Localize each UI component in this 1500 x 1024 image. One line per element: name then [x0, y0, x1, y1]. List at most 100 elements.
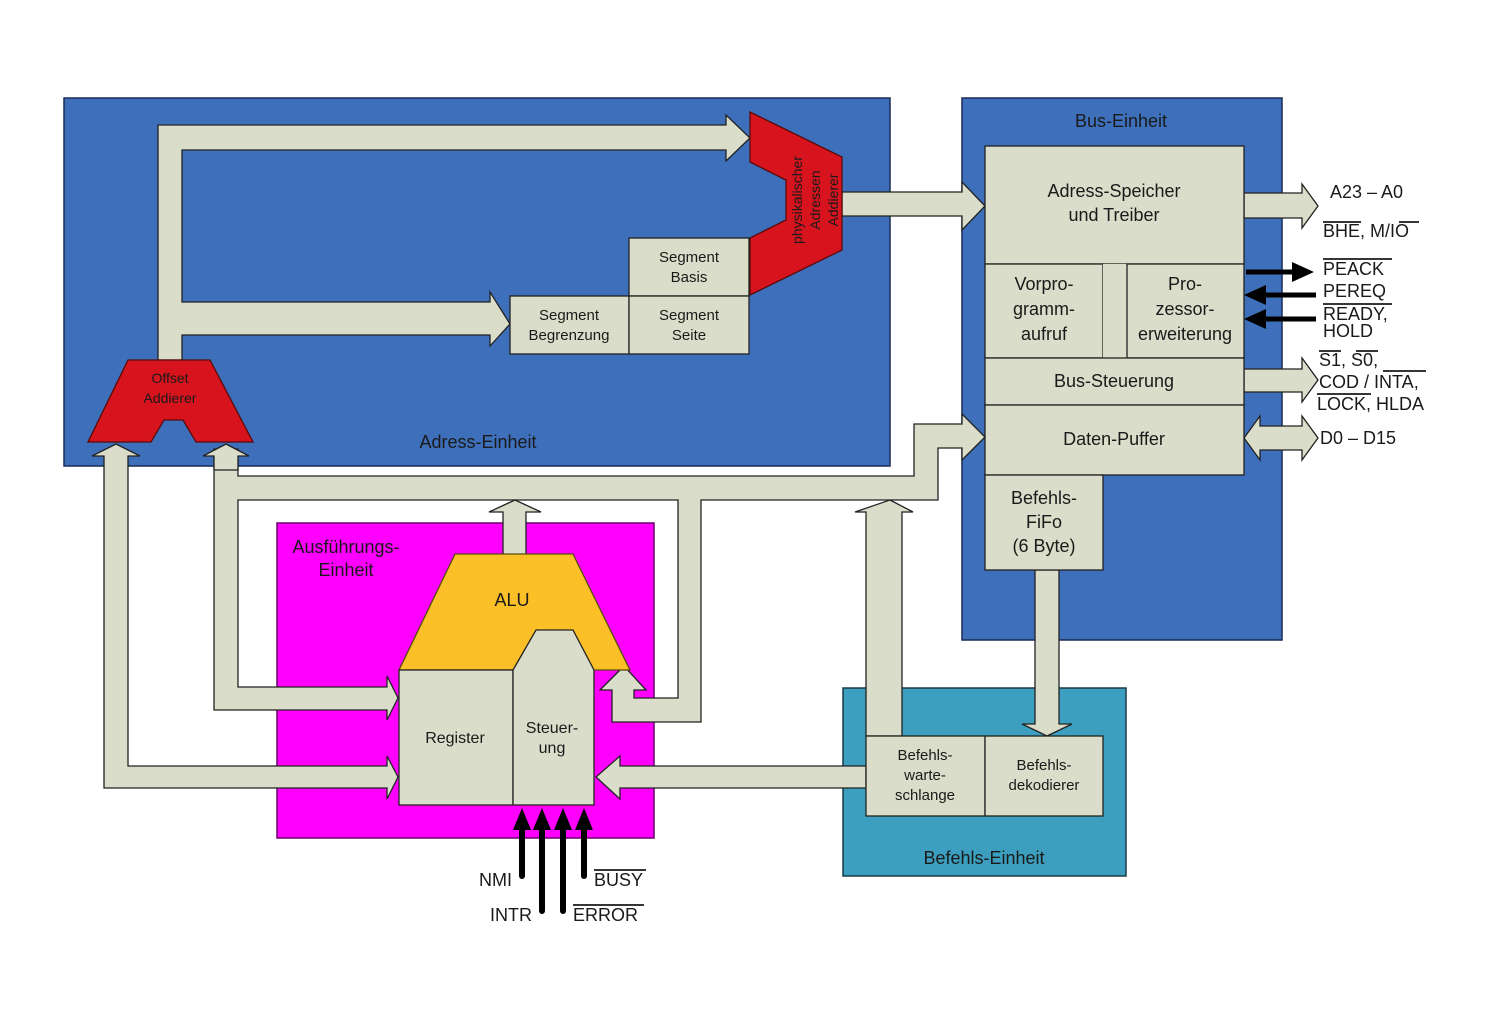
signal-address-bus: A23 – A0 [1330, 182, 1403, 202]
signal-cod-inta: COD / INTA, [1319, 372, 1419, 392]
bus-offset-to-phys-adder [157, 113, 751, 361]
processor-extension-box [1126, 263, 1245, 359]
nmi-arrow [513, 808, 531, 879]
offset-adder-label-1: Offset [151, 370, 188, 386]
instruction-decoder-box [984, 735, 1104, 817]
processor-ext-label-2: zessor- [1155, 299, 1214, 319]
phys-adder-label-1: physikalischer [789, 156, 805, 244]
bus-address-out [1243, 182, 1319, 230]
signal-comma-1: , [1341, 350, 1346, 370]
prefetch-label-3: aufruf [1021, 324, 1068, 344]
instruction-unit-title: Befehls-Einheit [923, 848, 1044, 868]
signal-io: IO [1390, 221, 1409, 241]
signal-nmi: NMI [479, 870, 512, 890]
control-box [512, 629, 595, 806]
signal-lock: LOCK [1317, 394, 1366, 414]
address-latch-label-1: Adress-Speicher [1047, 181, 1180, 201]
signal-bhe: BHE [1323, 221, 1360, 241]
processor-ext-label-3: erweiterung [1138, 324, 1232, 344]
data-buffer-label: Daten-Puffer [1063, 429, 1165, 449]
bus-queue-to-main [854, 499, 914, 737]
fifo-label-1: Befehls- [1011, 488, 1077, 508]
segment-page-label-1: Segment [659, 307, 720, 324]
bus-alu-to-main [488, 499, 542, 561]
bus-queue-to-control [595, 754, 867, 801]
instruction-queue-box [865, 735, 986, 817]
address-unit-title: Adress-Einheit [419, 432, 536, 452]
control-label-2: ung [539, 740, 566, 757]
register-label: Register [425, 730, 485, 747]
register-box [398, 669, 514, 806]
queue-label-1: Befehls- [897, 747, 952, 764]
bus-offset-to-register [91, 443, 399, 800]
physical-address-adder [749, 110, 843, 297]
signal-bhe-sep: , M/ [1360, 221, 1390, 241]
segment-limit-box [509, 295, 630, 355]
address-latch-box [984, 145, 1245, 265]
bus-unit-title: Bus-Einheit [1075, 111, 1167, 131]
phys-adder-label-3: Addierer [825, 173, 841, 226]
segment-base-box [628, 237, 750, 297]
signal-lock-hlda: LOCK, HLDA [1317, 394, 1424, 414]
arrow-into-offset-adder-right [202, 443, 250, 471]
bus-phys-to-address-latch [841, 180, 986, 232]
busy-arrow [575, 808, 593, 879]
segment-limit-label-1: Segment [539, 307, 600, 324]
signal-s1: S1 [1319, 350, 1341, 370]
intr-arrow [533, 808, 551, 914]
prefetch-box [984, 263, 1104, 359]
fifo-box [984, 474, 1104, 571]
bus-control-label: Bus-Steuerung [1054, 371, 1174, 391]
queue-label-3: schlange [895, 787, 955, 804]
signal-cod: COD / [1319, 372, 1374, 392]
decoder-label-2: dekodierer [1009, 777, 1080, 794]
phys-adder-label-2: Adressen [807, 170, 823, 229]
peack-arrow [1246, 262, 1314, 282]
control-label-1: Steuer- [526, 720, 578, 737]
signal-ready: READY, [1323, 304, 1388, 324]
bus-control-box [984, 357, 1245, 406]
signal-peack: PEACK [1323, 259, 1384, 279]
processor-ext-label-1: Pro- [1168, 274, 1202, 294]
segment-base-label-1: Segment [659, 249, 720, 266]
segment-limit-label-2: Begrenzung [529, 327, 610, 344]
signal-ready-sep: , [1383, 304, 1388, 324]
signal-hold: HOLD [1323, 321, 1373, 341]
signal-hlda: , HLDA [1366, 394, 1424, 414]
signal-comma-2: , [1373, 350, 1378, 370]
queue-label-2: warte- [903, 767, 946, 784]
alu-label: ALU [494, 590, 529, 610]
address-latch-label-2: und Treiber [1068, 205, 1159, 225]
segment-page-box [628, 295, 750, 355]
offset-adder-label-2: Addierer [144, 390, 197, 406]
data-buffer-box [984, 404, 1245, 476]
signal-data-bus: D0 – D15 [1320, 428, 1396, 448]
offset-adder [86, 359, 255, 443]
signal-error: ERROR [573, 905, 638, 925]
signal-intr: INTR [490, 905, 532, 925]
execution-unit-title-2: Einheit [318, 560, 373, 580]
decoder-label-1: Befehls- [1016, 757, 1071, 774]
ready-hold-arrow [1244, 309, 1316, 329]
prefetch-label-1: Vorpro- [1014, 274, 1073, 294]
bus-main-data [213, 412, 986, 723]
signal-inta: INTA [1374, 372, 1414, 392]
signal-pereq: PEREQ [1323, 281, 1386, 301]
bus-fifo-to-decoder [1021, 569, 1073, 737]
fifo-label-3: (6 Byte) [1012, 536, 1075, 556]
segment-base-label-2: Basis [671, 269, 708, 286]
signal-comma-3: , [1414, 372, 1419, 392]
bus-control-out [1243, 356, 1319, 404]
signal-ready-text: READY [1323, 304, 1385, 324]
pereq-arrow [1244, 285, 1316, 305]
prefetch-gap [1103, 264, 1127, 358]
signal-busy: BUSY [594, 870, 643, 890]
signal-s1-s0: S1,S0, [1319, 350, 1378, 370]
signal-bhe-mio: BHE, M/IO [1323, 221, 1409, 241]
bus-data-bidirectional [1243, 414, 1319, 462]
error-arrow [554, 808, 572, 914]
segment-page-label-2: Seite [672, 327, 706, 344]
fifo-label-2: FiFo [1026, 512, 1062, 532]
prefetch-label-2: gramm- [1013, 299, 1075, 319]
